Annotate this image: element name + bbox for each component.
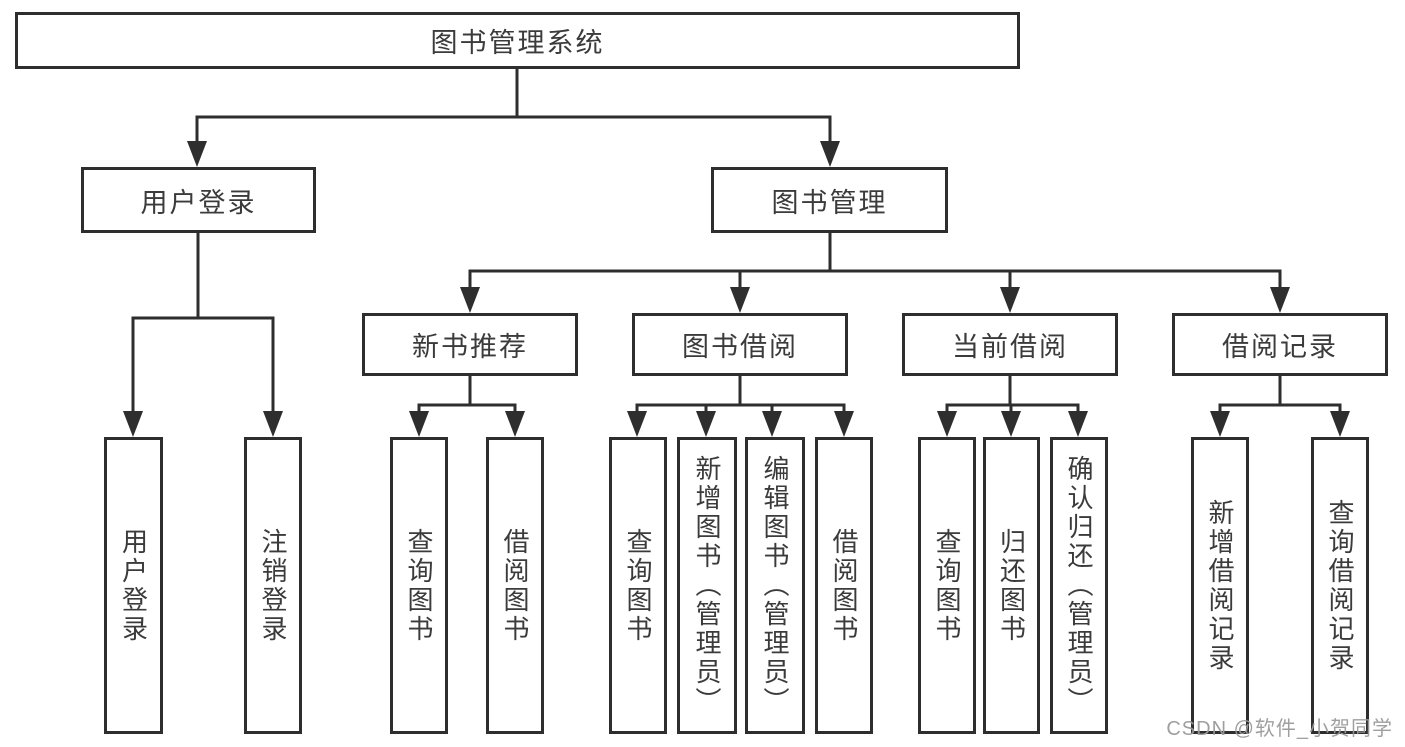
node-current-borrow-label: 当前借阅 xyxy=(952,332,1068,362)
leaf-return-books-label: 归还图书 xyxy=(996,527,1027,644)
node-new-book-recommend: 新书推荐 xyxy=(362,313,578,376)
leaf-add-books-admin: 新增图书（管理员） xyxy=(677,437,737,734)
leaf-edit-books-admin: 编辑图书（管理员） xyxy=(745,437,805,734)
node-current-borrow: 当前借阅 xyxy=(902,313,1118,376)
node-book-management-label: 图书管理 xyxy=(771,187,888,218)
leaf-query-books-recommend-label: 查询图书 xyxy=(404,527,434,644)
leaf-query-books-current-label: 查询图书 xyxy=(932,527,962,644)
leaf-borrow-books-label: 借阅图书 xyxy=(829,527,859,644)
leaf-query-borrow-record-label: 查询借阅记录 xyxy=(1325,498,1355,673)
leaf-query-books-borrow: 查询图书 xyxy=(609,437,667,734)
leaf-confirm-return-admin: 确认归还（管理员） xyxy=(1050,437,1108,734)
leaf-user-login: 用户登录 xyxy=(104,437,163,734)
leaf-borrow-books-recommend-label: 借阅图书 xyxy=(500,527,530,644)
leaf-confirm-return-admin-label: 确认归还（管理员） xyxy=(1064,455,1094,716)
leaf-borrow-books: 借阅图书 xyxy=(815,437,873,734)
leaf-add-books-admin-label: 新增图书（管理员） xyxy=(692,455,722,716)
node-book-borrow: 图书借阅 xyxy=(632,313,848,376)
node-root-library-system: 图书管理系统 xyxy=(15,12,1020,69)
leaf-logout-label: 注销登录 xyxy=(258,527,288,644)
leaf-query-borrow-record: 查询借阅记录 xyxy=(1311,437,1369,734)
leaf-query-books-current: 查询图书 xyxy=(918,437,976,734)
leaf-return-books: 归还图书 xyxy=(983,437,1040,734)
leaf-query-books-borrow-label: 查询图书 xyxy=(623,527,653,644)
node-borrow-records: 借阅记录 xyxy=(1172,313,1388,376)
node-user-login-label: 用户登录 xyxy=(140,187,257,218)
node-borrow-records-label: 借阅记录 xyxy=(1222,332,1338,362)
leaf-logout: 注销登录 xyxy=(244,437,302,734)
leaf-user-login-label: 用户登录 xyxy=(118,527,149,644)
leaf-add-borrow-record-label: 新增借阅记录 xyxy=(1205,498,1235,673)
node-book-management: 图书管理 xyxy=(711,167,948,233)
node-new-book-recommend-label: 新书推荐 xyxy=(412,332,528,362)
csdn-watermark: CSDN @软件_小贺同学 xyxy=(1166,718,1393,740)
leaf-query-books-recommend: 查询图书 xyxy=(390,437,448,734)
node-root-label: 图书管理系统 xyxy=(430,28,605,58)
node-book-borrow-label: 图书借阅 xyxy=(682,332,798,362)
leaf-borrow-books-recommend: 借阅图书 xyxy=(486,437,544,734)
leaf-edit-books-admin-label: 编辑图书（管理员） xyxy=(760,455,790,716)
leaf-add-borrow-record: 新增借阅记录 xyxy=(1191,437,1249,734)
node-user-login: 用户登录 xyxy=(81,167,316,233)
